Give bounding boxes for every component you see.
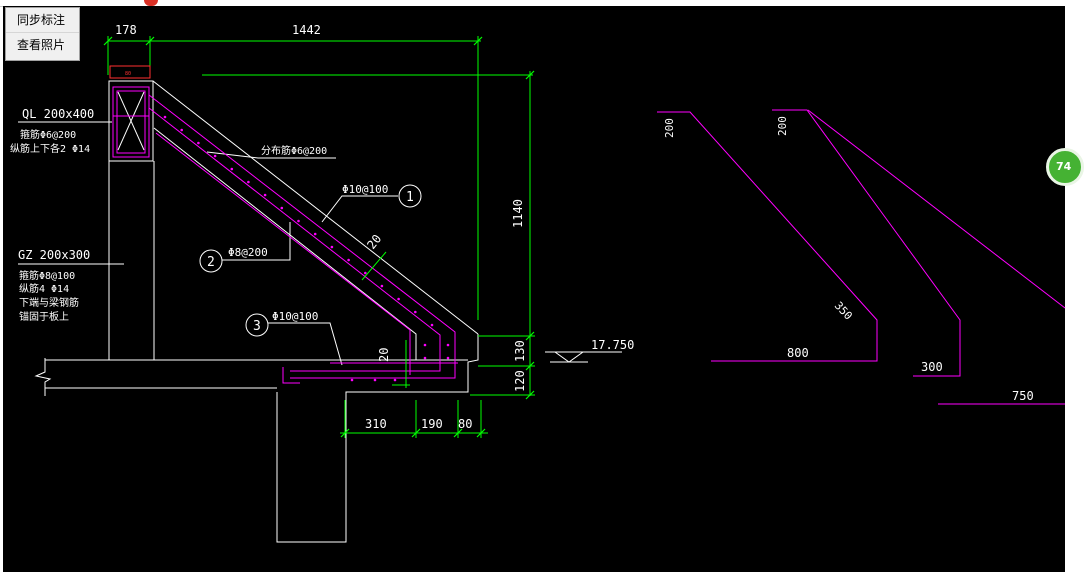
column-note-1: 下端与梁钢筋 <box>19 296 79 309</box>
badge-count: 74 <box>1056 160 1072 173</box>
elevation-label: 17.750 <box>591 338 634 352</box>
dim-120: 120 <box>513 370 527 392</box>
rebar-dot <box>393 378 397 382</box>
rebar-dot <box>414 310 417 314</box>
column-longitudinal: 纵筋4 Φ14 <box>19 282 69 295</box>
dimension-tick <box>525 390 535 400</box>
menu-item-sync-annotation[interactable]: 同步标注 <box>17 13 66 27</box>
rebar-dots <box>163 115 450 382</box>
rebar-dot <box>380 284 384 288</box>
dimension-ticks <box>103 36 535 438</box>
dim-1140: 1140 <box>511 199 525 228</box>
rebar-dot <box>397 297 400 301</box>
callout-2-num: 2 <box>207 255 215 270</box>
rebar-detail-2: 200 300 750 <box>772 109 1066 405</box>
rebar-dot <box>364 271 367 275</box>
rebar-lines <box>112 86 458 384</box>
dimension-tick <box>103 36 113 46</box>
rebar-dot <box>313 232 317 236</box>
dimension-tick <box>525 70 535 80</box>
rebar-dot <box>423 343 427 347</box>
rebar-dot <box>446 343 450 347</box>
dim-178: 178 <box>115 23 137 37</box>
rebar-dot <box>430 323 434 327</box>
callout-1-text: Φ10@100 <box>342 183 388 196</box>
dim-inner-20: 20 <box>377 348 391 362</box>
beam-stirrup: 箍筋Φ6@200 <box>20 128 76 141</box>
callout-2: 2 <box>199 249 223 273</box>
dimension-lines <box>107 36 535 438</box>
dim-1442: 1442 <box>292 23 321 37</box>
rebar-dot <box>373 378 377 382</box>
dim-190: 190 <box>421 417 443 431</box>
callout-1: 1 <box>398 184 422 208</box>
rebar-dot <box>280 206 284 210</box>
detail1-top-dim: 200 <box>663 118 676 138</box>
callout-2-text: Φ8@200 <box>228 246 268 259</box>
callout-3-num: 3 <box>253 319 261 334</box>
rebar-dot <box>247 180 250 184</box>
rebar-detail-1: 200 350 800 <box>657 111 878 362</box>
dimension-tick <box>473 36 483 46</box>
structure-outline <box>18 80 622 543</box>
rebar-dot <box>163 115 167 119</box>
column-stirrup: 箍筋Φ8@100 <box>19 269 75 282</box>
callout-1-num: 1 <box>406 190 414 205</box>
cad-drawing[interactable]: 80 178 1442 1140 130 120 20 20 310 190 8… <box>3 6 1066 572</box>
rebar-dot <box>446 356 450 360</box>
dimension-tick <box>453 428 463 438</box>
dimension-tick <box>340 428 350 438</box>
rebar-dot <box>330 245 334 249</box>
detail1-diag-dim: 350 <box>832 299 855 322</box>
detail1-bottom-dim: 800 <box>787 346 809 360</box>
rebar-dot <box>230 167 234 171</box>
dim-310: 310 <box>365 417 387 431</box>
callout-3-text: Φ10@100 <box>272 310 318 323</box>
dimension-tick <box>525 361 535 371</box>
rebar-dot <box>350 378 354 382</box>
menu-item-view-photo[interactable]: 查看照片 <box>6 32 79 57</box>
column-note-2: 锚固于板上 <box>19 310 69 323</box>
red-tag-text: 80 <box>125 71 131 77</box>
rebar-dot <box>263 193 267 197</box>
rebar-dot <box>180 128 183 132</box>
dimension-tick <box>525 331 535 341</box>
dimension-tick <box>411 428 421 438</box>
dimension-tick <box>145 36 155 46</box>
dimension-tick <box>476 428 486 438</box>
dim-130: 130 <box>513 340 527 362</box>
rebar-dot <box>197 141 200 145</box>
distribution-rebar-label: 分布筋Φ6@200 <box>261 144 327 157</box>
detail2-top-dim: 200 <box>776 116 789 136</box>
callout-3: 3 <box>245 313 269 337</box>
rebar-dot <box>213 154 217 158</box>
beam-longitudinal: 纵筋上下各2 Φ14 <box>10 142 90 155</box>
rebar-dot <box>423 356 427 360</box>
rebar-dot <box>347 258 350 262</box>
drawing-canvas[interactable]: 80 178 1442 1140 130 120 20 20 310 190 8… <box>3 6 1066 572</box>
context-menu: 同步标注 查看照片 <box>5 7 80 61</box>
red-tag-box <box>109 65 151 79</box>
beam-name: QL 200x400 <box>22 107 94 121</box>
dim-diag-20: 20 <box>364 232 384 252</box>
detail2-bottom-dim: 750 <box>1012 389 1034 403</box>
rebar-dot <box>297 219 300 223</box>
notification-dot[interactable] <box>144 0 158 6</box>
dim-80: 80 <box>458 417 472 431</box>
floating-badge[interactable]: 74 <box>1046 148 1084 186</box>
detail2-vertical-dim: 300 <box>921 360 943 374</box>
column-name: GZ 200x300 <box>18 248 90 262</box>
